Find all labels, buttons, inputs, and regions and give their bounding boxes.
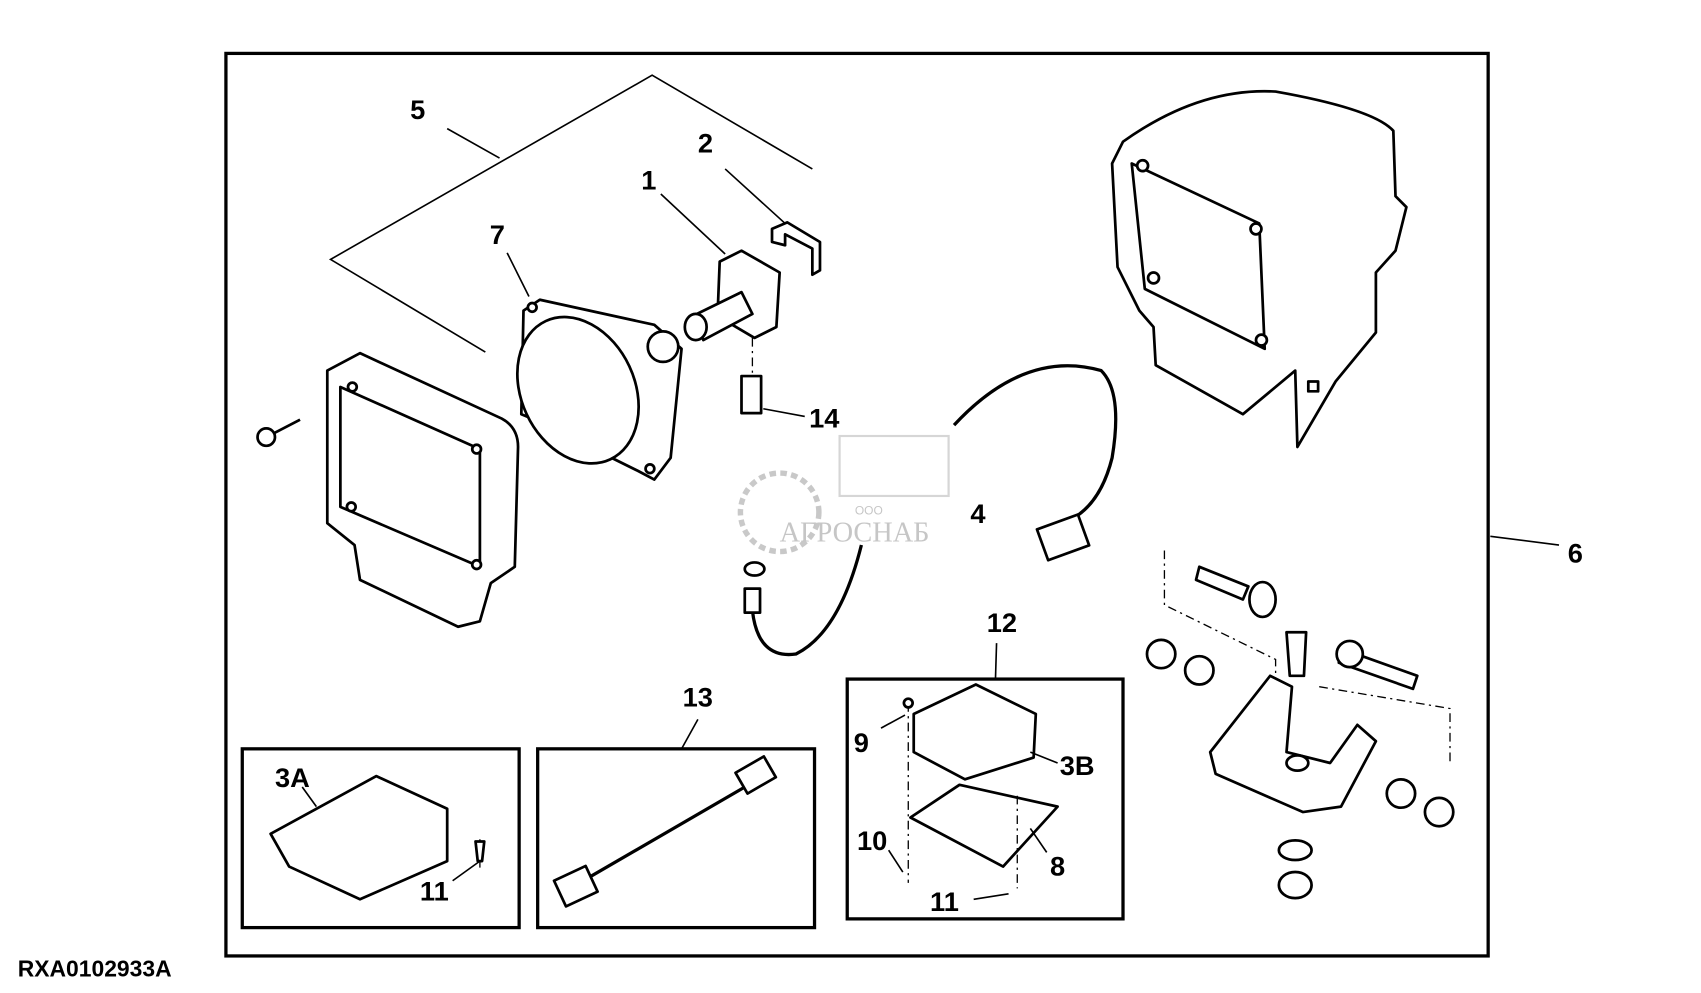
watermark: ООО АГРОСНАБ	[737, 434, 950, 555]
callout-3b: 3B	[1060, 750, 1095, 781]
callout-8: 8	[1050, 850, 1065, 881]
callout-7: 7	[490, 219, 505, 250]
subkit-box-13	[536, 747, 817, 930]
watermark-prefix: ООО	[855, 503, 883, 517]
callout-6: 6	[1568, 537, 1583, 568]
screw	[256, 418, 301, 448]
callout-12: 12	[987, 607, 1017, 638]
module-3b	[902, 683, 1059, 889]
clip-2	[770, 220, 822, 277]
callout-9: 9	[854, 727, 869, 758]
callout-14: 14	[809, 402, 840, 433]
bulb-1	[683, 249, 782, 342]
main-frame	[224, 51, 1490, 958]
lamp-unit-7	[515, 298, 683, 481]
callout-11-left: 11	[420, 875, 449, 906]
callout-2: 2	[698, 128, 713, 159]
leader-lines	[301, 168, 1560, 901]
module-3a	[269, 774, 486, 901]
subkit-box-12	[845, 677, 1125, 921]
kit-bracket-5	[328, 74, 813, 353]
subkit-box-3a	[240, 747, 521, 930]
mounting-bracket-hardware	[1145, 550, 1455, 900]
callout-13: 13	[683, 681, 713, 712]
wiring-harness-4	[743, 364, 1118, 657]
callout-4: 4	[970, 498, 986, 529]
connector-14	[740, 337, 763, 415]
callout-11-right: 11	[930, 886, 959, 917]
callout-3a: 3A	[275, 762, 310, 793]
lamp-housing-frame	[325, 351, 520, 629]
callout-1: 1	[641, 165, 656, 196]
callout-5: 5	[410, 94, 425, 125]
cab-shroud-6	[1110, 89, 1408, 449]
watermark-name: АГРОСНАБ	[780, 518, 930, 549]
callout-10: 10	[857, 825, 887, 856]
figure-code: RXA0102933A	[18, 956, 172, 982]
harness-13	[552, 755, 778, 908]
